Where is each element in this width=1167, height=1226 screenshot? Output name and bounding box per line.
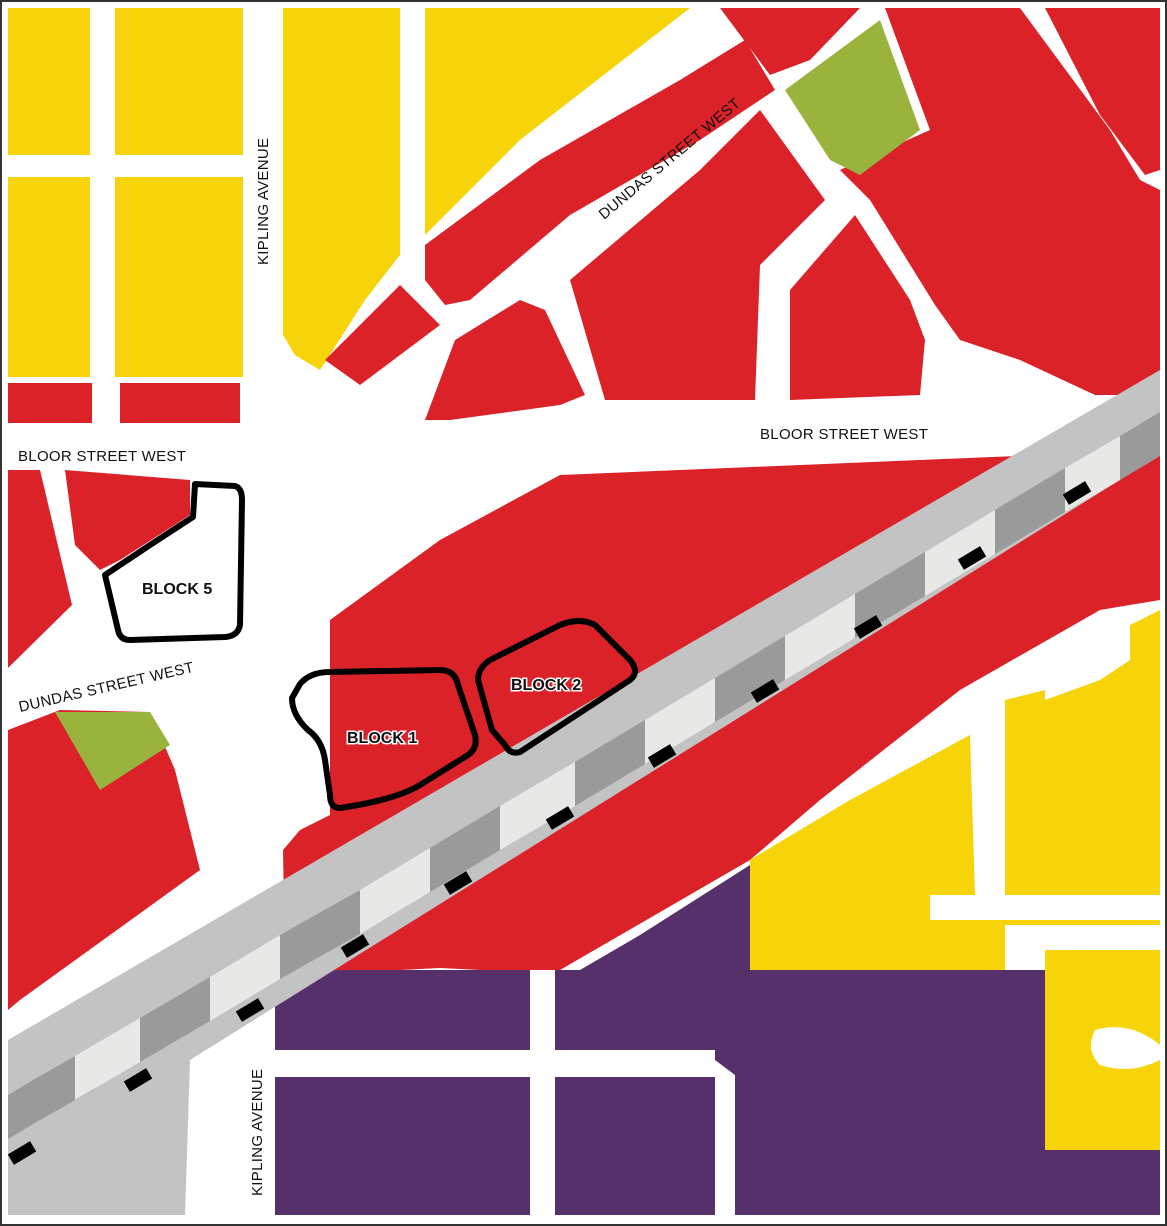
street-label-bloor-east: BLOOR STREET WEST	[760, 426, 928, 443]
rail-segment	[925, 510, 995, 596]
rail-segment	[430, 806, 500, 892]
yellow-parcel	[8, 8, 90, 155]
local-road	[530, 970, 555, 1215]
red-parcel	[1045, 8, 1160, 175]
yellow-parcel	[115, 177, 243, 377]
yellow-parcel	[425, 8, 690, 235]
rail-tie	[235, 998, 265, 1022]
block-2-label: BLOCK 2	[511, 677, 581, 694]
rail-segment	[140, 977, 210, 1062]
red-parcel	[425, 40, 775, 305]
red-parcel	[65, 470, 190, 570]
purple-zone-south	[275, 865, 1160, 1215]
green-park-west	[55, 712, 170, 790]
yellow-parcel	[115, 8, 243, 155]
purple-parcel	[555, 970, 1160, 1215]
block-1-label: BLOCK 1	[347, 730, 417, 747]
cul-de-sac	[1091, 1027, 1160, 1069]
red-parcels-bloor-north	[8, 383, 240, 423]
red-parcels-north	[325, 8, 1160, 420]
block-2-outline	[475, 618, 638, 756]
red-parcel	[8, 470, 72, 668]
rail-segment	[575, 720, 645, 806]
yellow-parcel	[283, 8, 400, 370]
red-parcel	[425, 300, 585, 420]
rail-segment	[715, 636, 785, 722]
red-parcel	[840, 8, 1160, 395]
rail-segment	[360, 848, 430, 934]
local-road	[930, 895, 1160, 920]
block-5-label: BLOCK 5	[142, 581, 212, 598]
rail-tie	[1062, 481, 1092, 505]
block-5-outline	[102, 481, 245, 643]
rail-ties	[7, 481, 1092, 1165]
rail-segment	[280, 890, 360, 979]
rail-segment	[75, 1018, 140, 1100]
red-parcel	[8, 383, 92, 423]
development-blocks	[102, 481, 638, 811]
rail-tie	[957, 546, 987, 570]
local-road	[975, 735, 1000, 910]
red-parcel	[325, 285, 440, 385]
rail-segment	[995, 468, 1065, 554]
local-roads	[275, 735, 1167, 1215]
rail-tie	[853, 615, 883, 639]
red-parcel	[8, 710, 200, 1010]
local-road	[1045, 925, 1167, 950]
purple-parcel	[580, 865, 750, 970]
red-parcel	[570, 110, 825, 400]
rail-tie	[750, 679, 780, 703]
street-label-kipling-south: KIPLING AVENUE	[249, 1069, 266, 1196]
rail-segment	[8, 1076, 40, 1139]
red-parcel	[720, 8, 860, 75]
rail-tie	[545, 806, 575, 830]
rail-segment	[1120, 412, 1160, 480]
rail-segment	[210, 935, 280, 1021]
rail-segment	[855, 552, 925, 638]
yellow-parcel	[8, 177, 90, 377]
yellow-parcel	[1005, 690, 1045, 895]
rail-edge-segments	[8, 412, 1160, 1139]
yellow-parcel	[750, 735, 1005, 970]
red-parcel	[120, 383, 240, 423]
green-park-north	[785, 20, 920, 175]
street-label-bloor-west: BLOOR STREET WEST	[18, 448, 186, 465]
street-label-kipling-north: KIPLING AVENUE	[255, 138, 272, 265]
rail-segment	[645, 678, 715, 764]
rail-segment	[500, 762, 575, 850]
rail-tie	[340, 934, 370, 958]
rail-tie	[7, 1141, 37, 1165]
yellow-residential-northwest	[8, 8, 690, 377]
local-road	[715, 1060, 735, 1215]
rail-tie	[123, 1068, 153, 1092]
rail-tie	[647, 744, 677, 768]
block-1-outline	[289, 667, 479, 811]
purple-parcel	[275, 970, 530, 1215]
red-parcel	[790, 215, 925, 400]
rail-segment	[785, 594, 855, 680]
rail-tie	[443, 871, 473, 895]
red-parcels-west	[8, 470, 200, 1010]
local-road	[275, 1050, 715, 1077]
